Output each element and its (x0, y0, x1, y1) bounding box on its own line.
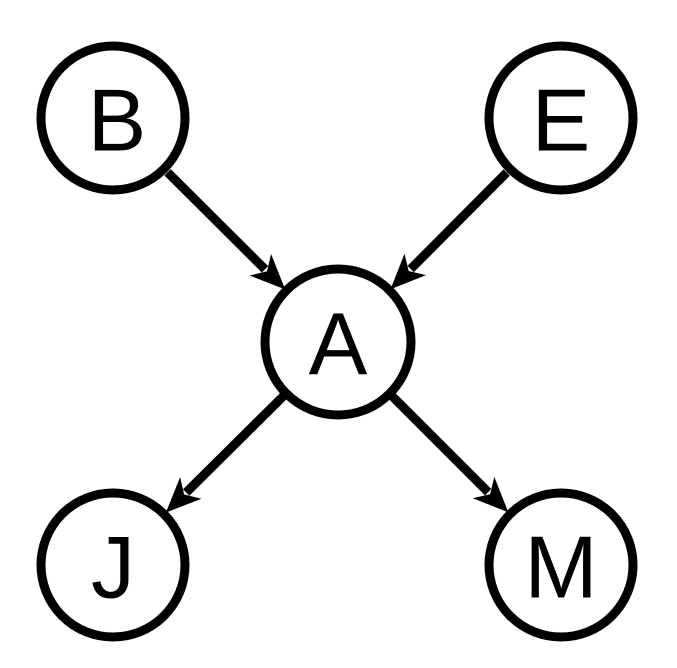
edge-a-to-m (389, 393, 509, 513)
edges-layer (164, 169, 510, 513)
edge-a-to-j (165, 393, 287, 513)
edge-a-to-j-arrowhead (165, 477, 202, 513)
node-m-label: M (524, 518, 597, 617)
edge-b-to-a-line (164, 169, 269, 273)
node-j: J (36, 488, 190, 642)
nodes-layer: B E A J M (36, 41, 638, 642)
node-e: E (484, 41, 638, 195)
edge-e-to-a-line (407, 169, 510, 273)
node-m-circle (484, 488, 638, 642)
edge-b-to-a (164, 169, 286, 290)
edge-b-to-a-arrowhead (249, 253, 286, 290)
edge-a-to-m-arrowhead (472, 476, 509, 513)
edge-a-to-m-line (389, 393, 492, 496)
node-a: A (260, 264, 416, 420)
node-a-label: A (309, 295, 368, 394)
node-e-label: E (532, 71, 591, 170)
node-j-label: J (91, 518, 135, 617)
edge-e-to-a-arrowhead (390, 253, 427, 290)
node-m: M (484, 488, 638, 642)
node-b-circle (36, 41, 190, 195)
node-e-circle (484, 41, 638, 195)
edge-e-to-a (390, 169, 510, 290)
node-j-circle (36, 488, 190, 642)
node-a-circle (260, 264, 416, 420)
node-b-label: B (88, 71, 147, 170)
edge-a-to-j-line (182, 393, 287, 496)
node-b: B (36, 41, 190, 195)
